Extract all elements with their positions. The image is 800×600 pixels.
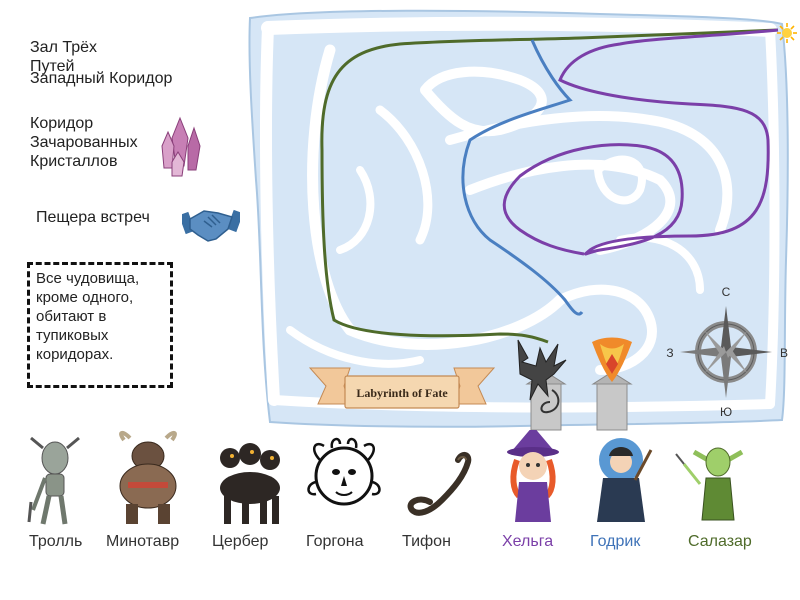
banner-title: Labyrinth of Fate <box>356 386 448 400</box>
name-gorgon: Горгона <box>306 533 364 550</box>
godric-figure <box>597 438 653 522</box>
name-salazar: Салазар <box>688 533 752 550</box>
character-row <box>27 430 744 525</box>
compass-north: С <box>722 285 731 299</box>
compass-south: Ю <box>720 405 732 419</box>
corridors <box>260 16 780 413</box>
sun-icon <box>777 23 797 43</box>
name-godric: Годрик <box>590 533 641 550</box>
label-hall-three-paths: Зал Трёх Путей <box>30 39 98 75</box>
compass-west: З <box>666 346 673 360</box>
troll-figure <box>27 436 80 525</box>
gorgon-figure <box>307 437 381 506</box>
label-crystals-corridor: Коридор Зачарованных Кристаллов <box>30 115 138 170</box>
salazar-figure <box>675 447 744 521</box>
crystal-icon <box>161 116 201 177</box>
name-minotaur: Минотавр <box>106 533 180 550</box>
name-troll: Тролль <box>29 533 83 550</box>
compass-icon: С Ю З В <box>666 285 788 419</box>
salazar-path <box>320 28 779 344</box>
compass-east: В <box>780 346 788 360</box>
name-cerberus: Цербер <box>212 533 269 550</box>
typhon-figure <box>407 452 472 516</box>
dragon-icon <box>517 339 567 414</box>
phoenix-icon <box>592 337 632 382</box>
cerberus-figure <box>220 443 280 524</box>
godric-path <box>461 39 584 316</box>
tower-left <box>525 371 567 431</box>
helga-path <box>502 28 779 256</box>
label-meeting-cave: Пещера встреч <box>36 209 150 226</box>
label-west-corridor: Западный Коридор <box>30 70 173 87</box>
name-typhon: Тифон <box>402 533 451 550</box>
monsters-note: Все чудовища, кроме одного, обитают в ту… <box>27 262 173 388</box>
labyrinth-banner: Labyrinth of Fate <box>308 367 496 409</box>
lake-area <box>248 9 789 428</box>
tower-right <box>591 371 633 431</box>
name-helga: Хельга <box>502 533 554 550</box>
minotaur-figure <box>119 431 177 524</box>
helga-figure <box>507 430 559 522</box>
handshake-icon <box>182 209 240 242</box>
